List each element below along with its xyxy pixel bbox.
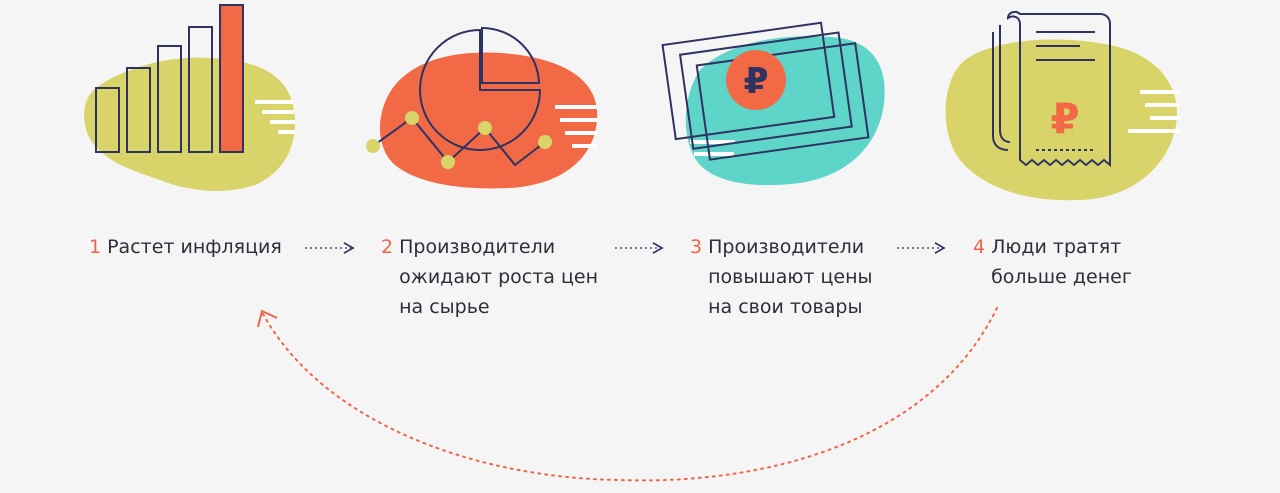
step-text-line: Производители bbox=[708, 236, 865, 258]
pie-chart-trend-icon bbox=[366, 26, 598, 189]
step-text-line: Растет инфляция bbox=[107, 236, 282, 258]
step-text-line: Производители bbox=[399, 236, 556, 258]
step-number: 4 bbox=[973, 236, 986, 258]
step-text-line: повышают цены bbox=[708, 266, 873, 288]
ruble-symbol-note: ₽ bbox=[743, 61, 768, 102]
step-text-line: больше денег bbox=[991, 266, 1132, 288]
receipt-ruble-icon: ₽ bbox=[945, 10, 1180, 201]
step-number: 1 bbox=[89, 236, 102, 258]
step-text-line: на сырье bbox=[399, 296, 490, 318]
step-number: 3 bbox=[690, 236, 703, 258]
step-number: 2 bbox=[381, 236, 394, 258]
ruble-symbol-receipt: ₽ bbox=[1050, 94, 1079, 143]
step-text-line: Люди тратят bbox=[991, 236, 1122, 258]
feedback-loop-arrow bbox=[257, 307, 998, 482]
growth-bars-icon bbox=[84, 4, 296, 192]
step-text-line: ожидают роста цен bbox=[399, 266, 598, 288]
step-text-line: на свои товары bbox=[708, 296, 863, 318]
banknotes-ruble-icon: ₽ bbox=[661, 21, 885, 186]
